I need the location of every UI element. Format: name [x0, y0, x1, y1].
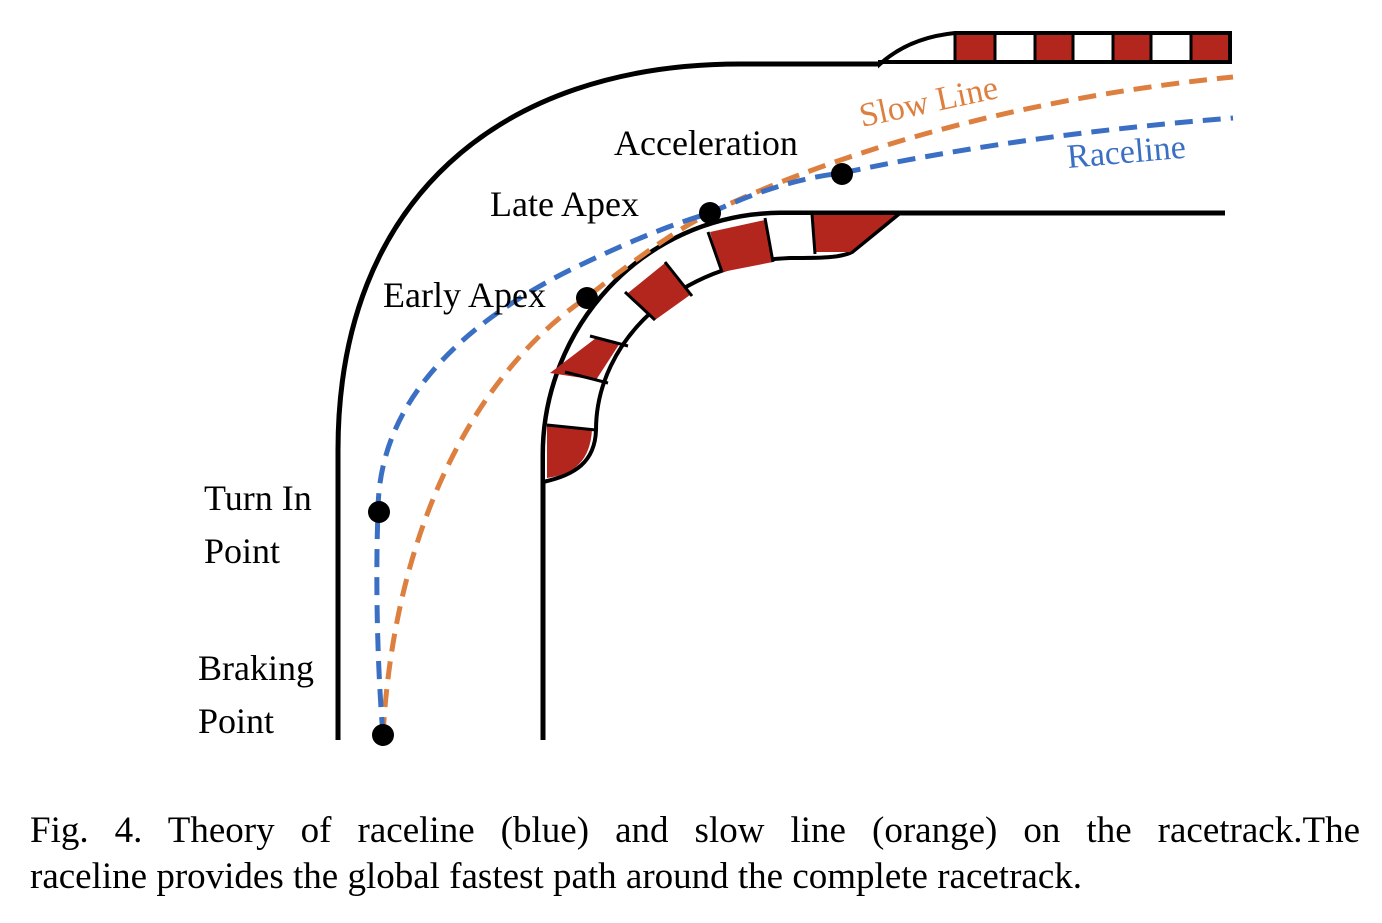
- turn-in-label-line2: Point: [204, 531, 280, 571]
- early-apex-marker: [576, 287, 598, 309]
- late-apex-marker: [699, 202, 721, 224]
- raceline-path: [374, 115, 1234, 736]
- braking-label-line2: Point: [198, 701, 274, 741]
- caption-line-2: raceline provides the global fastest pat…: [30, 856, 1082, 897]
- turn-in-label-line1: Turn In: [204, 478, 312, 518]
- turn-in-point-marker: [368, 501, 390, 523]
- early-apex-label: Early Apex: [383, 275, 546, 315]
- late-apex-label: Late Apex: [490, 184, 639, 224]
- caption-line-1: Fig. 4. Theory of raceline (blue) and sl…: [30, 810, 1360, 851]
- braking-point-marker: [372, 724, 394, 746]
- slow-line-label: Slow Line: [856, 69, 1001, 134]
- slow-line-path: [380, 74, 1234, 736]
- braking-label-line1: Braking: [198, 648, 314, 688]
- acceleration-marker: [831, 163, 853, 185]
- outer-kerb: [878, 31, 1232, 69]
- track-outer-edge: [335, 61, 880, 740]
- racetrack-diagram: Acceleration Late Apex Early Apex Turn I…: [198, 31, 1234, 746]
- acceleration-label: Acceleration: [614, 123, 798, 163]
- raceline-label: Raceline: [1065, 129, 1187, 176]
- figure-caption: Fig. 4. Theory of raceline (blue) and sl…: [30, 808, 1360, 900]
- inner-kerb: [541, 211, 906, 485]
